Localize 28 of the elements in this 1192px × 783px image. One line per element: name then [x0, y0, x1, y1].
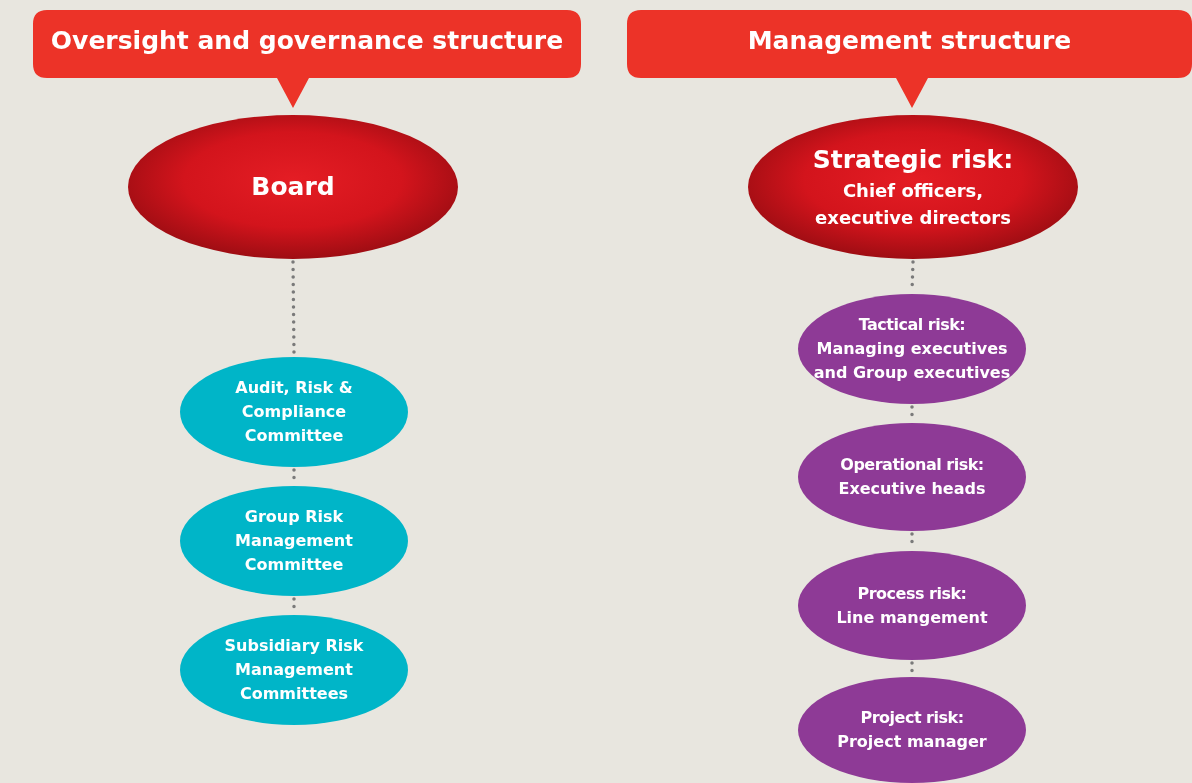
node-title: Project risk: — [859, 707, 965, 729]
committee-ellipse — [180, 357, 408, 467]
node-description: Line mangement — [835, 606, 989, 629]
heading-banner — [33, 10, 581, 108]
heading-text: Oversight and governance structure — [50, 26, 564, 55]
node-title: Audit, Risk & Compliance Committee — [234, 377, 354, 447]
top-level-ellipse — [128, 115, 458, 259]
risk-level-ellipse — [798, 677, 1026, 783]
node-description: Project manager — [836, 731, 988, 753]
heading-banner — [627, 10, 1192, 108]
top-level-ellipse — [748, 115, 1078, 259]
node-title: Subsidiary Risk Management Committees — [223, 635, 365, 705]
node-title: Strategic risk: — [812, 144, 1014, 176]
committee-ellipse — [180, 486, 408, 596]
node-description: Executive heads — [837, 478, 987, 500]
node-description: Managing executives and Group executives — [812, 338, 1012, 384]
node-title: Process risk: — [856, 582, 968, 605]
node-title: Board — [251, 171, 335, 203]
heading-text: Management structure — [747, 26, 1072, 55]
risk-level-ellipse — [798, 551, 1026, 660]
node-title: Tactical risk: — [857, 314, 967, 336]
node-title: Group Risk Management Committee — [234, 506, 354, 576]
risk-level-ellipse — [798, 423, 1026, 531]
node-title: Operational risk: — [839, 454, 985, 476]
node-description: Chief officers, executive directors — [814, 179, 1012, 230]
committee-ellipse — [180, 615, 408, 725]
risk-level-ellipse — [798, 294, 1026, 404]
dotted-connector — [291, 260, 296, 356]
